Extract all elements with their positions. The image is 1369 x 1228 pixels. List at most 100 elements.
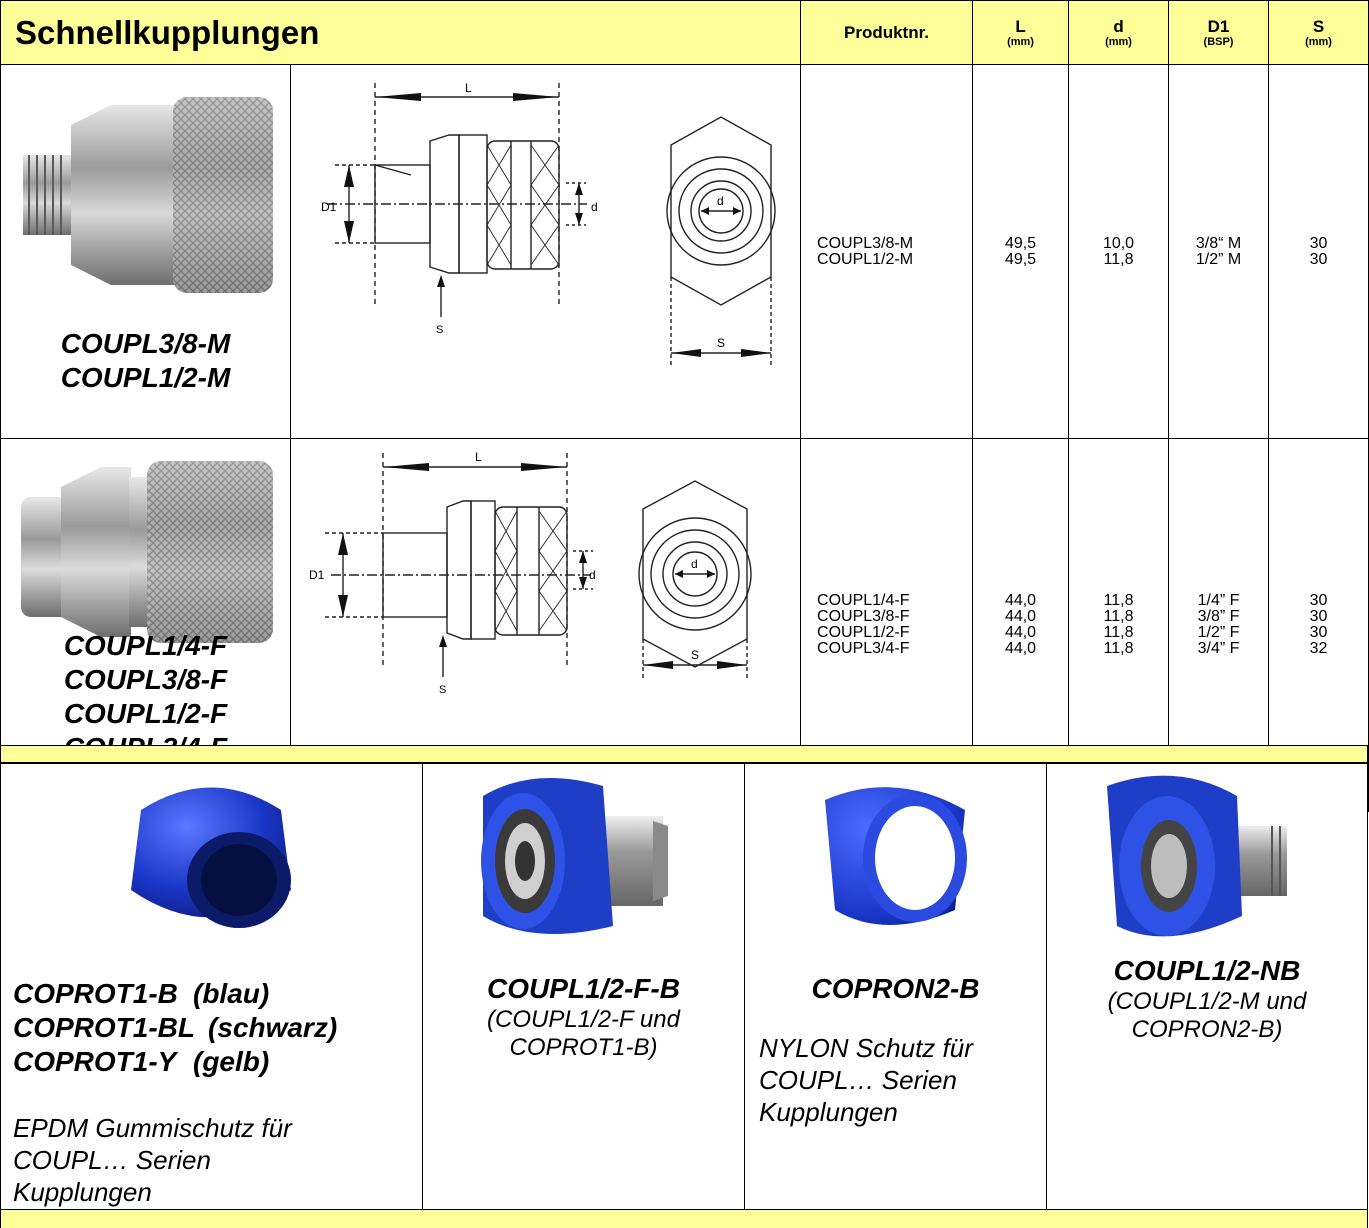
accessory-line: COPROT1-BL(schwarz)	[13, 1012, 338, 1043]
technical-drawing-female: L D1 d S d S	[309, 450, 752, 696]
product-code: COUPL1/4-F	[63, 630, 228, 661]
s-value: 30	[1309, 608, 1328, 625]
dim-label-s: S	[717, 336, 725, 350]
male-coupling-photo	[23, 97, 273, 293]
technical-drawing-male: L D1 d S d S	[321, 81, 776, 365]
accessory-subtitle: (COUPL1/2-F und COPROT1-B)	[423, 1006, 744, 1062]
description-line: EPDM Gummischutz für	[13, 1113, 292, 1143]
dim-label-d: d	[591, 200, 598, 214]
product-code: COUPL1/2-F	[63, 698, 228, 729]
accessory-subtitle: (COUPL1/2-M und COPRON2-B)	[1047, 988, 1367, 1044]
accessory-description: NYLON Schutz für COUPL… Serien Kupplunge…	[759, 1032, 973, 1128]
dim-label-l: L	[475, 450, 482, 464]
d1-value: 1/2” F	[1197, 624, 1240, 641]
col-header-s: S(mm)	[1268, 0, 1369, 65]
accessory-code: COPRON2-B	[811, 973, 980, 1004]
accessory-line: COPROT1-B(blau)	[13, 978, 270, 1009]
s-values: 30 30	[1268, 64, 1369, 439]
product-number: COUPL1/4-F	[817, 592, 910, 609]
d-value: 11,8	[1103, 624, 1134, 641]
coupling-with-nylon-cap-photo	[1107, 775, 1287, 937]
d1-value: 3/8“ M	[1195, 234, 1242, 252]
product-number: COUPL1/2-M	[817, 250, 914, 268]
s-value: 32	[1309, 640, 1328, 657]
d1-value: 1/2” M	[1195, 250, 1242, 268]
product-code: COUPL3/8-M	[60, 328, 231, 359]
table-row: COUPL3/8-M COUPL1/2-M	[0, 64, 1369, 439]
l-value: 44,0	[1004, 608, 1037, 625]
subtitle-line: (COUPL1/2-F und	[487, 1006, 680, 1033]
d-value: 11,8	[1103, 250, 1134, 268]
accessory-codes: COPROT1-B(blau) COPROT1-BL(schwarz) COPR…	[13, 977, 337, 1079]
table-header-row: Schnellkupplungen Produktnr. L(mm) d(mm)…	[0, 0, 1369, 65]
l-value: 44,0	[1004, 624, 1037, 641]
l-value: 44,0	[1004, 640, 1037, 657]
d1-value: 1/4” F	[1197, 592, 1240, 609]
dim-label-d-hex: d	[691, 557, 698, 571]
s-value: 30	[1309, 234, 1328, 252]
d-value: 10,0	[1102, 234, 1135, 252]
description-line: COUPL… Serien	[13, 1145, 211, 1175]
d-value: 11,8	[1103, 608, 1134, 625]
dim-label-d1: D1	[309, 568, 325, 582]
accessory-code: COUPL1/2-F-B	[487, 973, 680, 1004]
accessory-cell-coupl-f-b: COUPL1/2-F-B (COUPL1/2-F und COPROT1-B)	[422, 763, 745, 1210]
accessory-description: EPDM Gummischutz für COUPL… Serien Kuppl…	[13, 1112, 292, 1208]
product-number: COUPL3/4-F	[817, 640, 910, 657]
col-header-product: Produktnr.	[800, 0, 974, 65]
description-line: Kupplungen	[13, 1177, 152, 1207]
dim-label-d-hex: d	[717, 194, 724, 208]
subtitle-line: (COUPL1/2-M und	[1107, 988, 1307, 1015]
l-values: 49,5 49,5	[972, 64, 1070, 439]
nylon-cap-photo	[825, 787, 967, 925]
d1-value: 3/8” F	[1197, 608, 1240, 625]
section-divider	[0, 745, 1368, 763]
col-header-d: d(mm)	[1068, 0, 1170, 65]
product-numbers: COUPL3/8-M COUPL1/2-M	[800, 64, 974, 439]
rubber-cap-photo	[131, 787, 291, 928]
product-number: COUPL3/8-F	[817, 608, 910, 625]
dim-label-d1: D1	[321, 200, 337, 214]
subtitle-line: COPRON2-B)	[1131, 1016, 1283, 1043]
dim-label-l: L	[465, 81, 472, 95]
s-value: 30	[1309, 250, 1328, 268]
accessory-cell-coprot: COPROT1-B(blau) COPROT1-BL(schwarz) COPR…	[0, 763, 423, 1210]
col-header-d1: D1(BSP)	[1168, 0, 1270, 65]
l-value: 44,0	[1004, 592, 1037, 609]
dim-label-d: d	[589, 568, 596, 582]
dim-label-s-small: S	[436, 324, 443, 336]
dim-label-s-small: S	[439, 684, 446, 696]
technical-drawing-cell: L D1 d S d S	[289, 64, 802, 439]
s-value: 30	[1309, 624, 1328, 641]
accessory-cell-copron: COPRON2-B NYLON Schutz für COUPL… Serien…	[744, 763, 1047, 1210]
accessory-cell-coupl-nb: COUPL1/2-NB (COUPL1/2-M und COPRON2-B)	[1046, 763, 1368, 1210]
l-value: 49,5	[1004, 250, 1037, 268]
product-photo-cell: COUPL3/8-M COUPL1/2-M	[0, 64, 291, 439]
d-values: 10,0 11,8	[1068, 64, 1170, 439]
accessory-line: COPROT1-Y(gelb)	[13, 1046, 270, 1077]
description-line: NYLON Schutz für	[759, 1033, 973, 1063]
product-code: COUPL3/8-F	[63, 664, 228, 695]
d1-value: 3/4” F	[1197, 640, 1240, 657]
accessory-code: COUPL1/2-NB	[1113, 955, 1301, 986]
s-value: 30	[1309, 592, 1328, 609]
product-number: COUPL1/2-F	[817, 624, 910, 641]
product-code: COUPL1/2-M	[60, 362, 231, 393]
dim-label-s: S	[691, 648, 699, 662]
description-line: COUPL… Serien	[759, 1065, 957, 1095]
col-header-l: L(mm)	[972, 0, 1070, 65]
d-value: 11,8	[1103, 640, 1134, 657]
coupling-with-cap-photo	[481, 778, 668, 934]
l-value: 49,5	[1004, 234, 1037, 252]
product-codes: COUPL3/8-M COUPL1/2-M	[1, 327, 290, 395]
page-title: Schnellkupplungen	[0, 0, 802, 65]
product-number: COUPL3/8-M	[817, 234, 914, 252]
subtitle-line: COPROT1-B)	[509, 1034, 658, 1061]
section-footer	[0, 1210, 1368, 1228]
spec-table: Schnellkupplungen Produktnr. L(mm) d(mm)…	[0, 0, 1369, 812]
female-coupling-photo	[21, 461, 273, 643]
description-line: Kupplungen	[759, 1097, 898, 1127]
d1-values: 3/8“ M 1/2” M	[1168, 64, 1270, 439]
d-value: 11,8	[1103, 592, 1134, 609]
